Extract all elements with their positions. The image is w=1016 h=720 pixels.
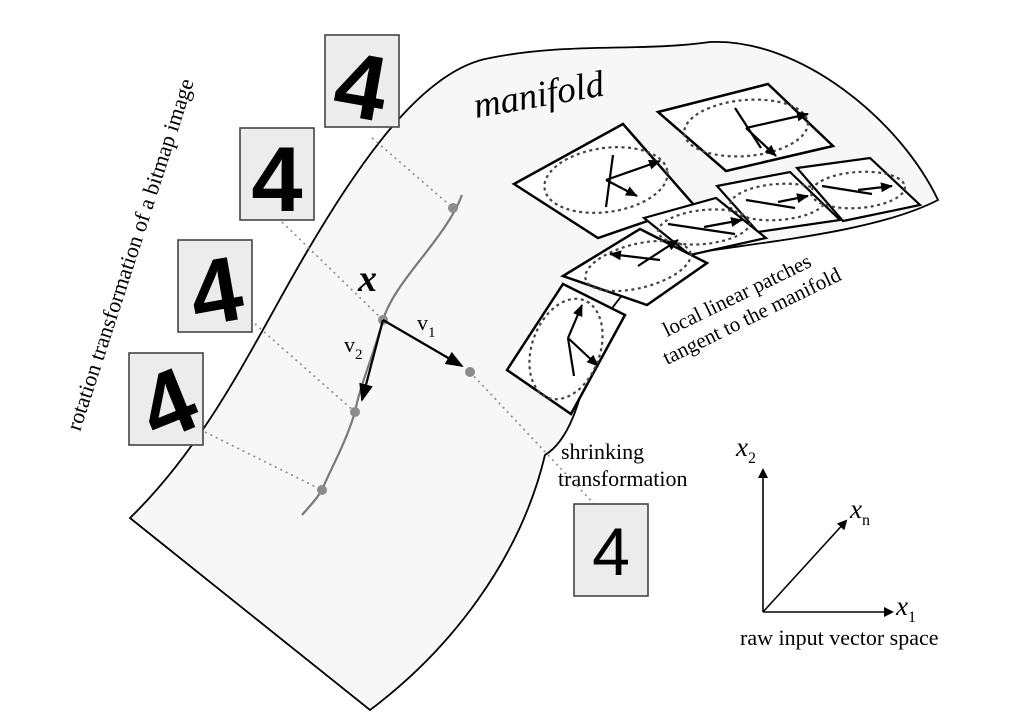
digit-image-rot-3: 4	[177, 237, 253, 347]
vector-v1-label: v1	[417, 310, 436, 341]
tangent-patch-7	[505, 282, 627, 416]
tangent-patch-2	[655, 82, 836, 173]
tangent-patch-6	[560, 227, 710, 307]
guide-line-shrink	[469, 371, 597, 507]
guide-line-rot-3	[245, 315, 356, 413]
vector-v1-arrow	[382, 319, 464, 368]
axis-x2-label: x2	[735, 432, 756, 467]
shrink-point	[465, 367, 475, 377]
curve-point-4	[317, 485, 327, 495]
tangent-patch-4	[794, 156, 923, 223]
svg-text:4: 4	[251, 129, 302, 231]
digit-image-rot-2: 4	[239, 127, 315, 231]
digit-image-rot-1: 4	[324, 32, 400, 142]
vector-v2-arrow	[359, 319, 385, 402]
digit-image-shrink: 4	[573, 503, 649, 597]
axis-xn-label: xn	[849, 494, 870, 529]
guide-line-rot-4	[204, 431, 323, 491]
curve-point-3	[350, 407, 360, 417]
curve-point-1	[448, 203, 458, 213]
point-x-label: x	[357, 258, 377, 300]
vector-v2-label: v2	[344, 332, 363, 363]
shrink-label-line1: shrinking	[561, 439, 644, 464]
digit-image-rot-4: 4	[125, 348, 211, 462]
svg-text:4: 4	[592, 514, 630, 590]
axis-xn-arrow	[762, 519, 848, 613]
space-caption: raw input vector space	[740, 625, 939, 650]
shrink-label-line2: transformation	[558, 466, 688, 491]
axis-x1-label: x1	[895, 591, 916, 626]
